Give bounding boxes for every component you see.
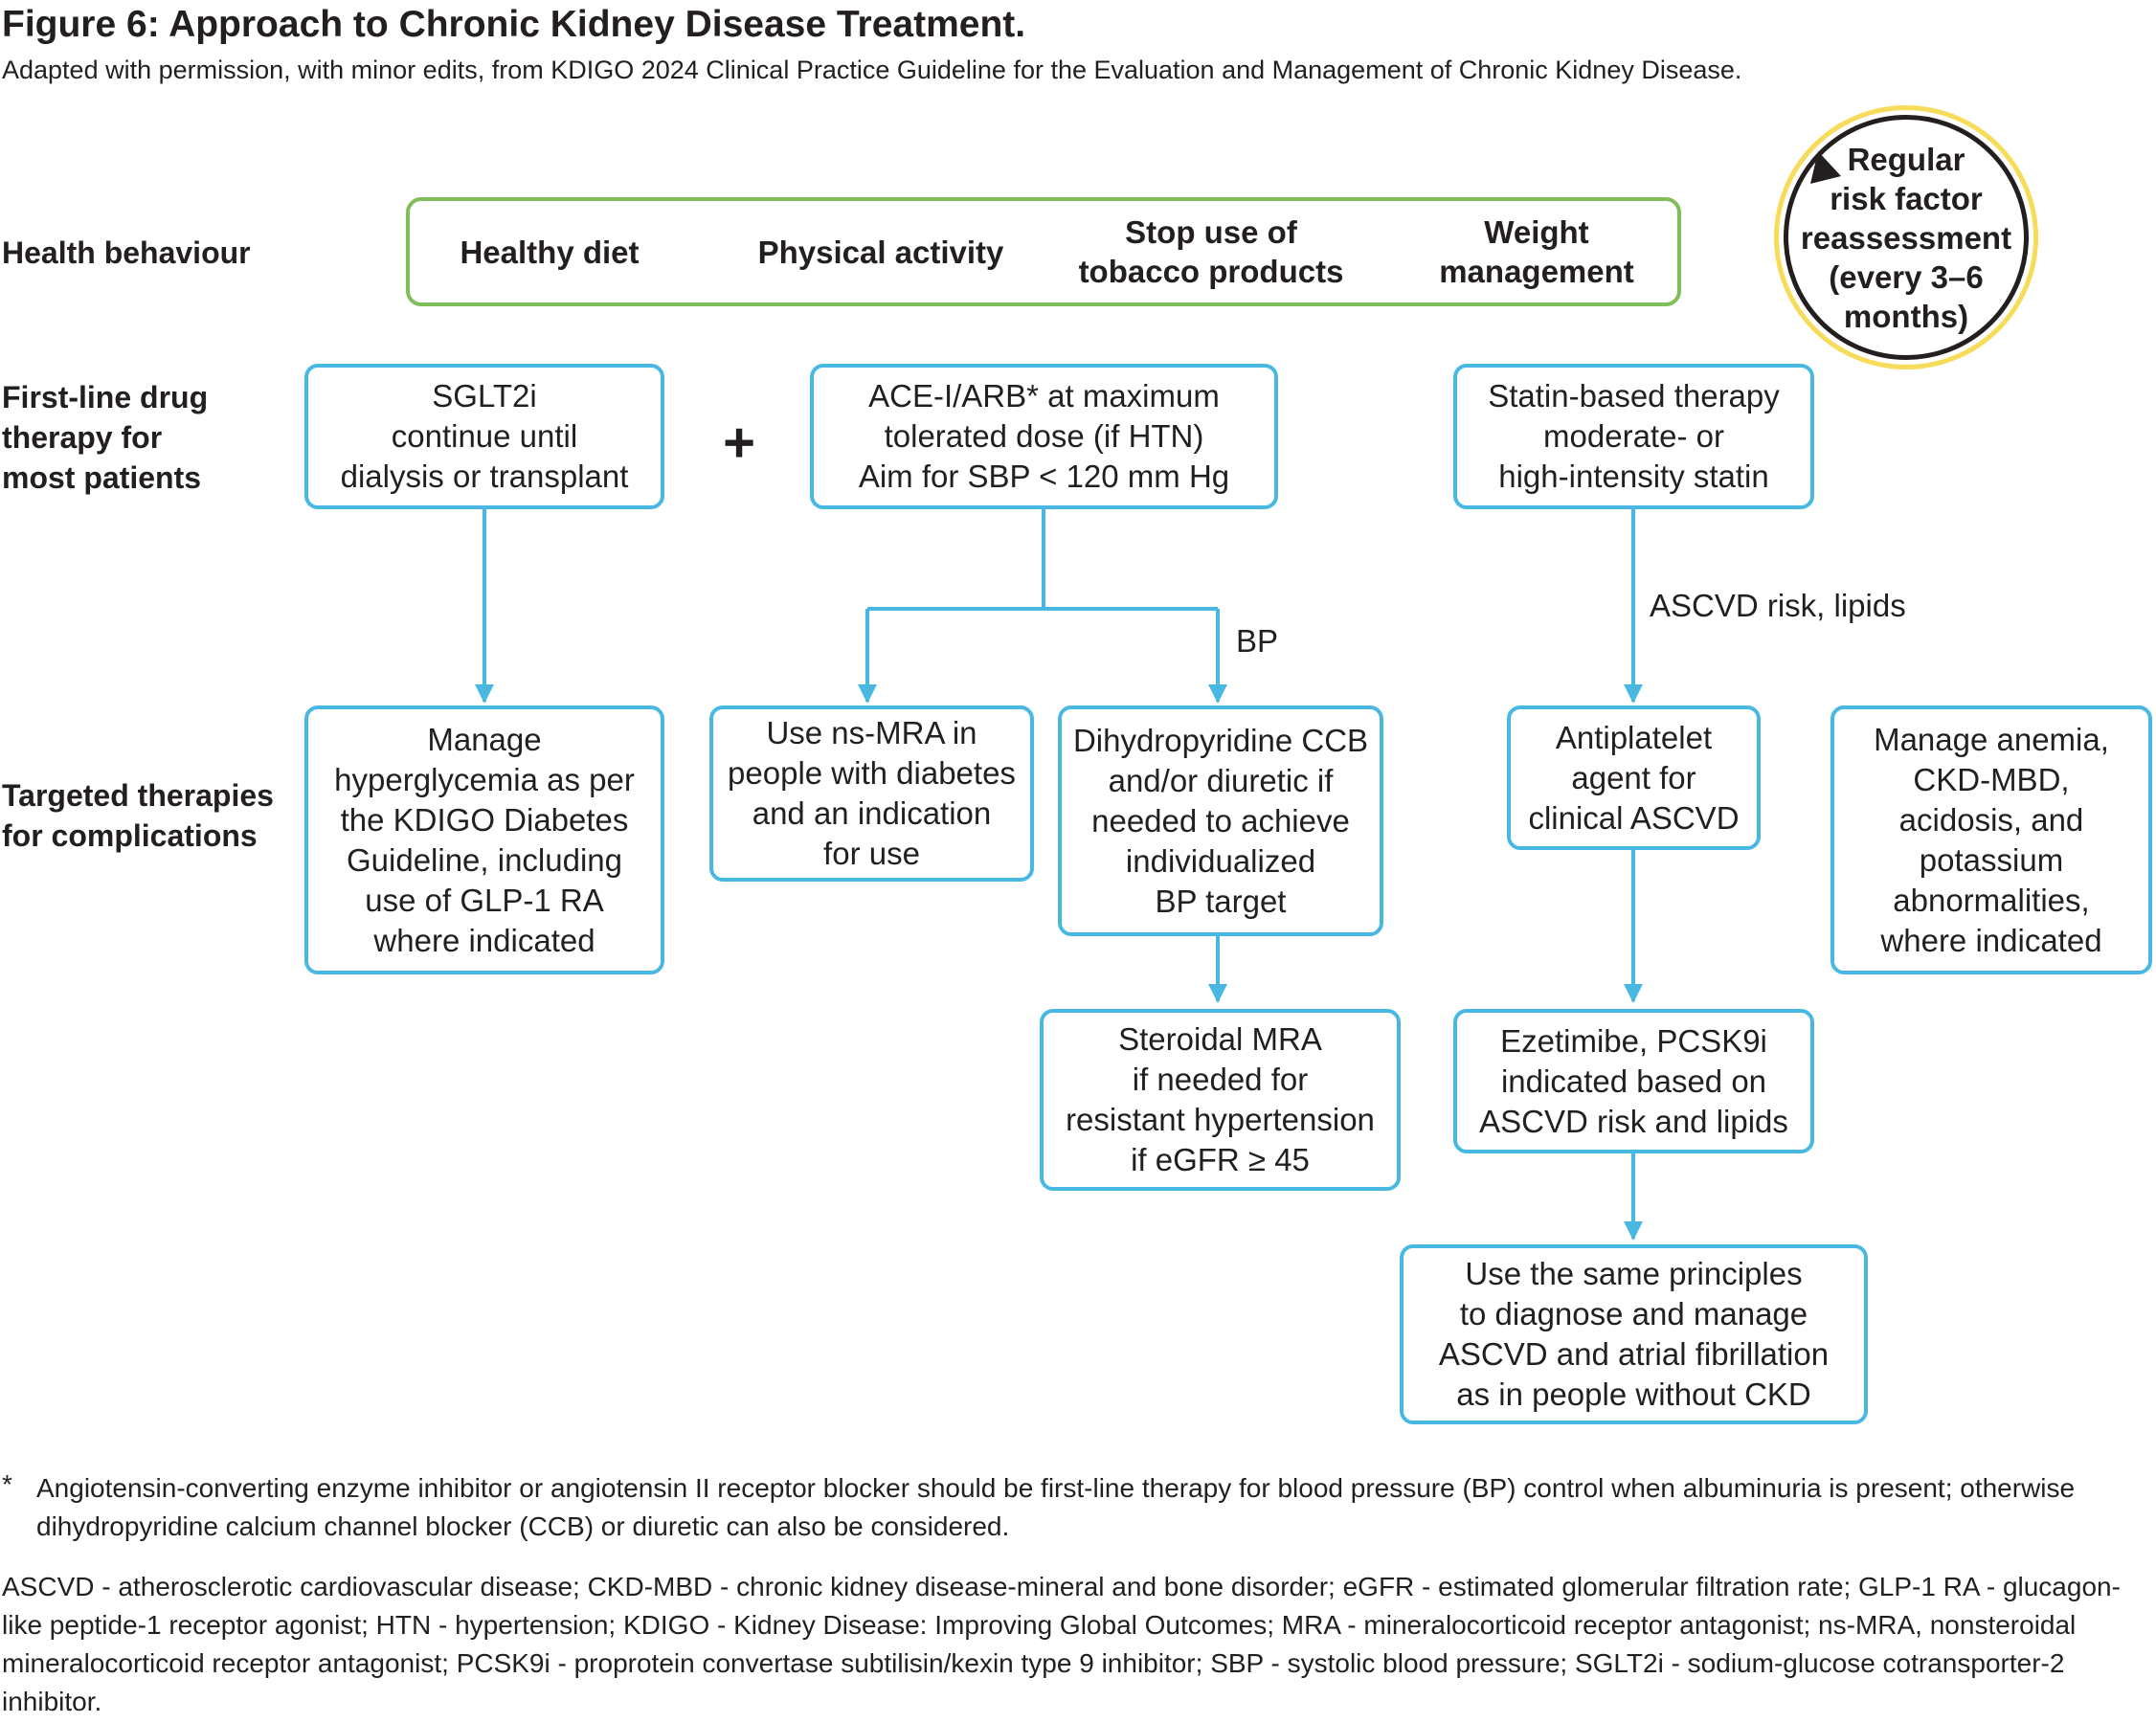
box-same-principles: Use the same principles to diagnose and …: [1400, 1244, 1868, 1424]
footnote-mark: *: [2, 1469, 12, 1499]
health-behaviour-physical-activity: Physical activity: [757, 234, 1004, 270]
connector-label-bp: BP: [1236, 623, 1279, 659]
figure-title: Figure 6: Approach to Chronic Kidney Dis…: [2, 4, 1026, 45]
row-label-first-line: First-line drug therapy for most patient…: [2, 380, 209, 495]
reassessment-text: Regular risk factor reassessment (every …: [1800, 141, 2012, 334]
health-behaviour-tobacco: Stop use of tobacco products: [1078, 214, 1344, 289]
health-behaviour-weight: Weight management: [1439, 214, 1634, 289]
reassessment-circle-inner: [1784, 115, 2029, 360]
box-steroidal-mra: Steroidal MRA if needed for resistant hy…: [1040, 1009, 1401, 1191]
footnote-text: Angiotensin-converting enzyme inhibitor …: [36, 1473, 2076, 1541]
box-ns-mra: Use ns-MRA in people with diabetes and a…: [709, 705, 1034, 882]
box-glycemia: Manage hyperglycemia as per the KDIGO Di…: [304, 705, 664, 974]
row-label-health-behaviour: Health behaviour: [2, 235, 251, 270]
box-antiplatelet: Antiplatelet agent for clinical ASCVD: [1507, 705, 1761, 850]
row-label-targeted: Targeted therapies for complications: [2, 778, 274, 853]
box-sglt2i: SGLT2i continue until dialysis or transp…: [304, 364, 664, 509]
health-behaviour-diet: Healthy diet: [460, 234, 640, 270]
box-anemia: Manage anemia, CKD-MBD, acidosis, and po…: [1830, 705, 2152, 974]
box-statin: Statin-based therapy moderate- or high-i…: [1453, 364, 1814, 509]
cycle-arrow-icon: [1810, 151, 1841, 184]
health-behaviour-box: [406, 197, 1681, 306]
abbreviations-text: ASCVD - atherosclerotic cardiovascular d…: [2, 1572, 2121, 1716]
figure-subtitle: Adapted with permission, with minor edit…: [2, 56, 1742, 84]
box-ccb: Dihydropyridine CCB and/or diuretic if n…: [1058, 705, 1383, 936]
connector-label-ascvd: ASCVD risk, lipids: [1650, 588, 1906, 623]
box-ace-arb: ACE-I/ARB* at maximum tolerated dose (if…: [810, 364, 1278, 509]
box-ezetimibe: Ezetimibe, PCSK9i indicated based on ASC…: [1453, 1009, 1814, 1153]
plus-sign: +: [723, 412, 755, 474]
